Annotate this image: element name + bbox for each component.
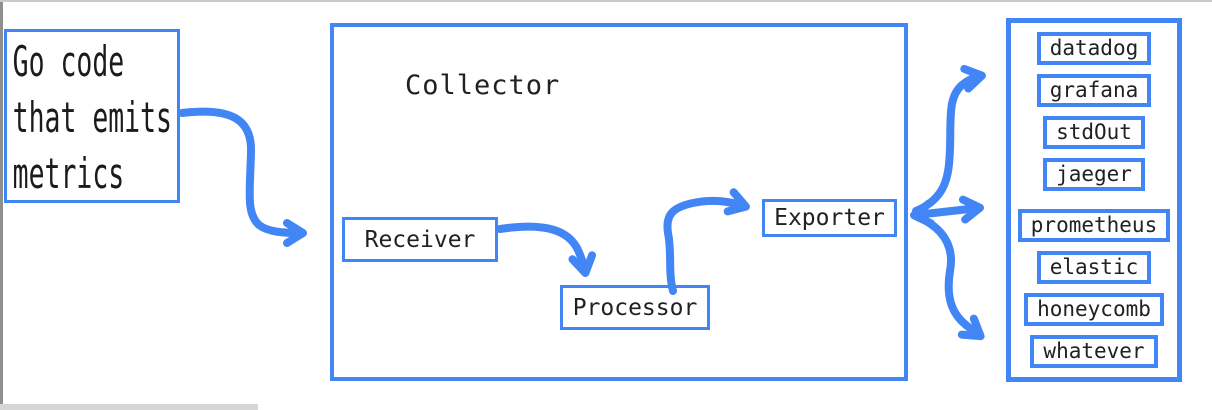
dest-item-honeycomb: honeycomb — [1024, 293, 1164, 326]
processor-label: Processor — [572, 294, 698, 321]
dest-item-grafana: grafana — [1036, 74, 1152, 107]
arrow-exporter-to-prometheus — [910, 195, 984, 228]
receiver-box: Receiver — [342, 217, 498, 262]
collector-title: Collector — [405, 70, 561, 101]
dest-item-elastic: elastic — [1036, 251, 1152, 284]
go-code-source-box: Go code that emits metrics — [4, 29, 180, 203]
window-top-edge — [0, 0, 1212, 2]
source-line: metrics — [12, 149, 125, 198]
dest-item-stdout: stdOut — [1043, 116, 1145, 149]
processor-box: Processor — [560, 285, 710, 330]
exporter-label: Exporter — [774, 205, 885, 231]
destinations-panel: datadog grafana stdOut jaeger prometheus… — [1006, 18, 1182, 382]
dest-item-jaeger: jaeger — [1043, 158, 1145, 191]
source-line: Go code — [12, 37, 125, 86]
window-bottom-edge — [0, 404, 258, 410]
source-line: that emits — [12, 93, 172, 142]
dest-item-datadog: datadog — [1036, 32, 1152, 65]
window-left-edge — [0, 0, 3, 410]
arrow-exporter-to-bottom-destinations — [912, 212, 985, 341]
dest-item-whatever: whatever — [1030, 335, 1158, 368]
exporter-box: Exporter — [762, 199, 897, 237]
arrow-exporter-to-top-destinations — [912, 64, 986, 215]
arrow-source-to-receiver — [178, 107, 307, 247]
receiver-label: Receiver — [364, 226, 476, 253]
go-code-source-text: Go code that emits metrics — [7, 32, 172, 202]
dest-item-prometheus: prometheus — [1017, 209, 1171, 242]
